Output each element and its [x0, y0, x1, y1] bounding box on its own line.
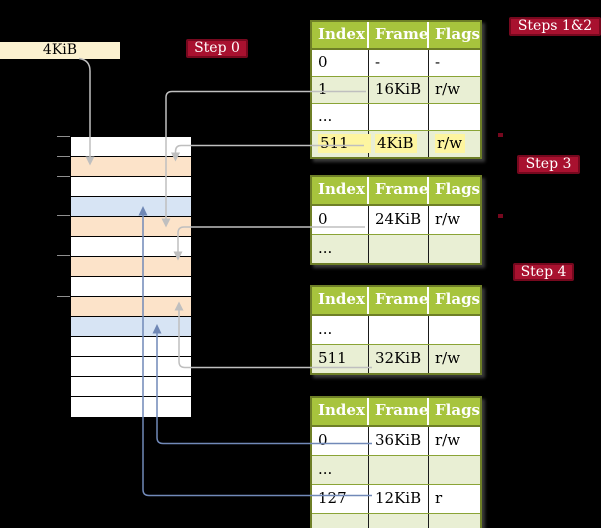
badge-steps-1-2: Steps 1&2: [509, 17, 601, 36]
table-header-row: Index Frame Flags: [312, 177, 480, 206]
cell: 511: [312, 345, 369, 373]
cell: 24KiB: [369, 206, 429, 234]
table-row: 127 12KiB r: [312, 485, 480, 514]
header-flags: Flags: [435, 180, 480, 198]
cell: 0: [312, 206, 369, 234]
memory-frame-row: [71, 157, 191, 177]
memory-frame-row: [71, 237, 191, 257]
cell: 1: [312, 77, 369, 103]
memory-frame-row: [71, 397, 191, 417]
cell: r/w: [435, 349, 461, 367]
cell: 511: [312, 131, 371, 157]
cell: r/w: [435, 80, 461, 98]
cell: 12KiB: [369, 485, 429, 513]
table-row: 0 24KiB r/w: [312, 206, 480, 235]
cell: ...: [312, 235, 369, 263]
memory-tick: [57, 215, 70, 216]
cell: [429, 514, 480, 528]
memory-tick: [57, 296, 70, 297]
header-index: Index: [312, 177, 369, 204]
cell: r/w: [435, 210, 461, 228]
memory-frame-row: [71, 177, 191, 197]
cell: ...: [312, 456, 369, 484]
cell: r: [435, 489, 443, 507]
memory-tick: [57, 255, 70, 256]
page-table-level-1: Index Frame Flags 0 36KiB r/w ... 127 12…: [310, 396, 482, 528]
memory-frame-row: [71, 337, 191, 357]
memory-column: [70, 136, 192, 418]
cell: r/w: [435, 431, 461, 449]
cell: [369, 316, 429, 344]
cell: r/w: [429, 131, 480, 157]
badge-step-3: Step 3: [517, 155, 580, 174]
badge-step-4: Step 4: [513, 263, 574, 281]
header-frame: Frame: [369, 287, 429, 314]
cell: ...: [312, 514, 369, 528]
memory-frame-row: [71, 377, 191, 397]
header-frame: Frame: [369, 177, 429, 204]
cell: 4KiB: [369, 131, 429, 157]
cell: -: [369, 50, 429, 76]
red-marker: [498, 214, 503, 218]
cell: 32KiB: [369, 345, 429, 373]
cell: [429, 456, 480, 484]
cell: 16KiB: [369, 77, 429, 103]
memory-tick: [57, 136, 70, 137]
memory-frame-row: [71, 317, 191, 337]
page-table-level-3: Index Frame Flags 0 24KiB r/w ...: [310, 175, 482, 265]
red-marker: [498, 133, 503, 137]
table-row: 0 - -: [312, 50, 480, 77]
cell: [369, 456, 429, 484]
table-row: ...: [312, 456, 480, 485]
page-table-level-2: Index Frame Flags ... 511 32KiB r/w: [310, 285, 482, 375]
table-row: 511 32KiB r/w: [312, 345, 480, 373]
table-row: 0 36KiB r/w: [312, 427, 480, 456]
cell: ...: [312, 104, 369, 130]
table-row: ...: [312, 514, 480, 528]
cell: 0: [312, 50, 369, 76]
cell: -: [435, 53, 441, 71]
cell: 127: [312, 485, 369, 513]
cell: [429, 316, 480, 344]
frame-size-label: 4KiB: [0, 42, 120, 59]
memory-frame-row: [71, 277, 191, 297]
memory-frame-row: [71, 357, 191, 377]
table-row-highlighted: 511 4KiB r/w: [312, 131, 480, 157]
table-row: ...: [312, 104, 480, 131]
header-flags: Flags: [435, 25, 480, 43]
memory-frame-row: [71, 217, 191, 237]
highlighted-value: 511: [318, 134, 371, 153]
cell: [369, 514, 429, 528]
cell: 36KiB: [369, 427, 429, 455]
header-index: Index: [312, 22, 369, 48]
table-row: ...: [312, 316, 480, 345]
table-header-row: Index Frame Flags: [312, 398, 480, 427]
table-row: 1 16KiB r/w: [312, 77, 480, 104]
header-flags: Flags: [435, 290, 480, 308]
header-flags: Flags: [435, 401, 480, 419]
memory-frame-row: [71, 297, 191, 317]
highlighted-value: 4KiB: [375, 134, 417, 153]
cell: [369, 235, 429, 263]
memory-frame-row: [71, 257, 191, 277]
highlighted-value: r/w: [435, 134, 466, 153]
memory-tick: [57, 176, 70, 177]
table-header-row: Index Frame Flags: [312, 287, 480, 316]
page-table-level-4: Index Frame Flags 0 - - 1 16KiB r/w ... …: [310, 20, 482, 159]
cell: [429, 104, 480, 130]
cell: [369, 104, 429, 130]
table-row: ...: [312, 235, 480, 263]
header-index: Index: [312, 287, 369, 314]
header-index: Index: [312, 398, 369, 425]
cell: ...: [312, 316, 369, 344]
cell: 0: [312, 427, 369, 455]
cell: [429, 235, 480, 263]
memory-frame-row: [71, 197, 191, 217]
badge-step-0: Step 0: [186, 39, 248, 58]
memory-tick: [57, 156, 70, 157]
header-frame: Frame: [369, 398, 429, 425]
table-header-row: Index Frame Flags: [312, 22, 480, 50]
memory-frame-row: [71, 137, 191, 157]
header-frame: Frame: [369, 22, 429, 48]
